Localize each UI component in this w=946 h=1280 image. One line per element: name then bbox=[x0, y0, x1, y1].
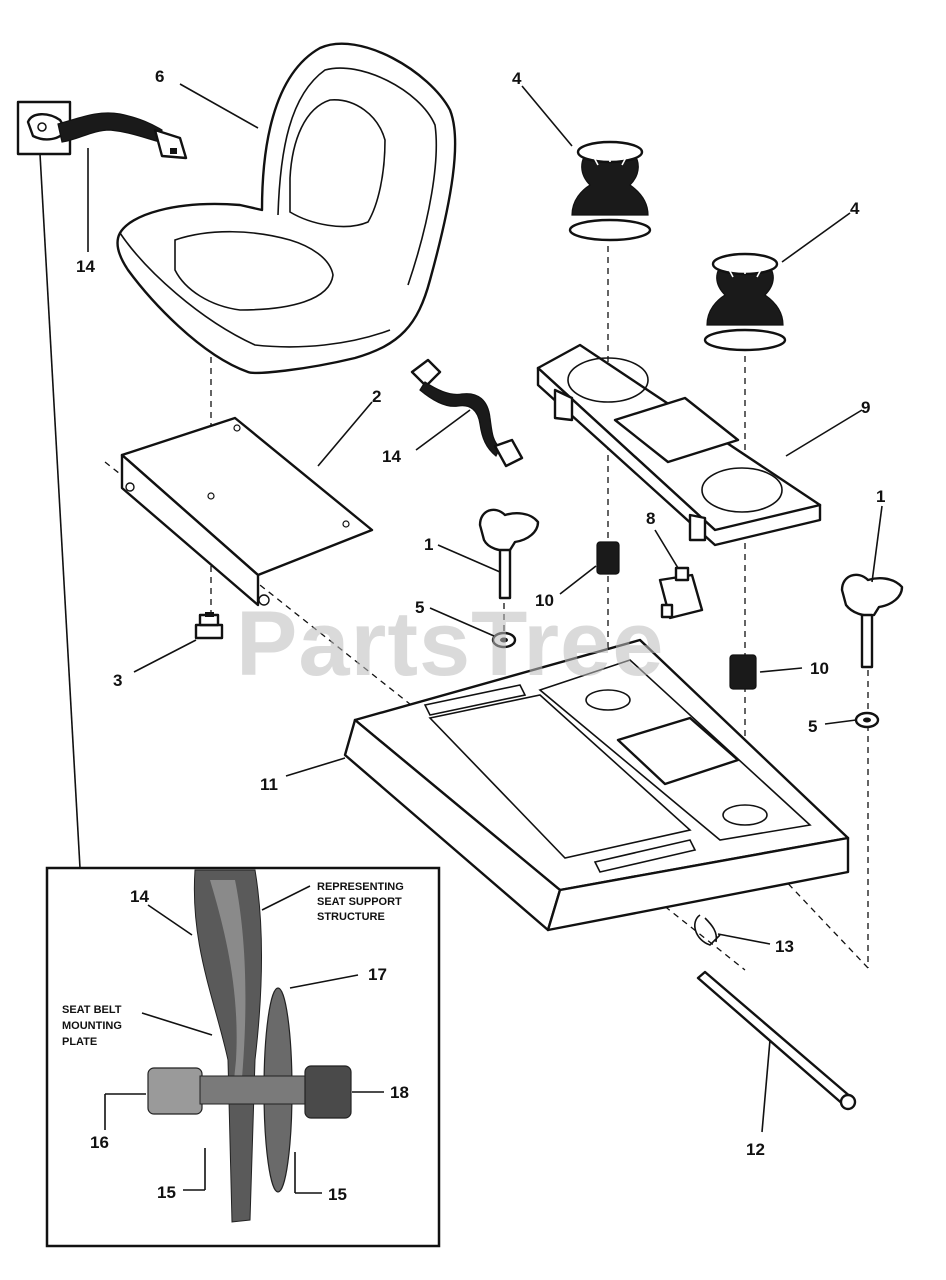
bumper-part-4-left[interactable] bbox=[568, 140, 652, 242]
note-structure-line-1: REPRESENTING bbox=[317, 881, 404, 893]
callout-14-inset[interactable]: 14 bbox=[130, 887, 149, 906]
spring-part-10-right[interactable] bbox=[729, 654, 757, 690]
callout-10-left[interactable]: 10 bbox=[535, 591, 554, 610]
callout-15-left[interactable]: 15 bbox=[157, 1183, 176, 1202]
note-plate-line-1: SEAT BELT bbox=[62, 1004, 122, 1016]
knob-part-1-left[interactable] bbox=[478, 508, 540, 600]
callout-6[interactable]: 6 bbox=[155, 67, 164, 86]
pin-part-12[interactable] bbox=[696, 970, 857, 1111]
cover-plate-part-9[interactable] bbox=[536, 343, 822, 547]
callout-18[interactable]: 18 bbox=[390, 1083, 409, 1102]
seat-belt-detail-inset bbox=[45, 866, 441, 1248]
callout-4-right[interactable]: 4 bbox=[850, 199, 860, 218]
callout-5-right[interactable]: 5 bbox=[808, 717, 817, 736]
clip-part-13[interactable] bbox=[694, 914, 721, 946]
washer-part-5-right[interactable] bbox=[854, 711, 880, 729]
switch-part-8[interactable] bbox=[658, 566, 704, 620]
callout-1-left[interactable]: 1 bbox=[424, 535, 433, 554]
knob-part-1-right[interactable] bbox=[840, 573, 904, 669]
callout-17[interactable]: 17 bbox=[368, 965, 387, 984]
callout-14-middle[interactable]: 14 bbox=[382, 447, 401, 466]
callout-1-right[interactable]: 1 bbox=[876, 487, 885, 506]
leader-lines bbox=[39, 83, 883, 1194]
seat-belt-part-14-top[interactable] bbox=[16, 100, 188, 160]
spring-part-10-left[interactable] bbox=[596, 541, 620, 575]
callout-5-left[interactable]: 5 bbox=[415, 598, 424, 617]
base-part-11[interactable] bbox=[343, 638, 850, 932]
bolt-part-3[interactable] bbox=[194, 612, 224, 640]
callout-9[interactable]: 9 bbox=[861, 398, 870, 417]
inset-notes: REPRESENTING SEAT SUPPORT STRUCTURE SEAT… bbox=[62, 881, 404, 1048]
callout-14-top[interactable]: 14 bbox=[76, 257, 95, 276]
callout-numbers: 6 14 2 3 4 4 14 9 1 1 5 5 10 10 8 11 13 … bbox=[76, 67, 885, 1204]
seat-plate-part-2[interactable] bbox=[120, 416, 374, 607]
callout-2[interactable]: 2 bbox=[372, 387, 381, 406]
note-structure-line-2: SEAT SUPPORT bbox=[317, 896, 402, 908]
callout-16[interactable]: 16 bbox=[90, 1133, 109, 1152]
callout-8[interactable]: 8 bbox=[646, 509, 655, 528]
note-structure-line-3: STRUCTURE bbox=[317, 911, 385, 923]
callout-4-left[interactable]: 4 bbox=[512, 69, 522, 88]
callout-12[interactable]: 12 bbox=[746, 1140, 765, 1159]
callout-13[interactable]: 13 bbox=[775, 937, 794, 956]
callout-3[interactable]: 3 bbox=[113, 671, 122, 690]
watermark: PartsTree bbox=[236, 593, 664, 695]
seat-belt-part-14-middle[interactable] bbox=[410, 358, 524, 468]
callout-10-right[interactable]: 10 bbox=[810, 659, 829, 678]
note-plate-line-2: MOUNTING bbox=[62, 1020, 122, 1032]
bumper-part-4-right[interactable] bbox=[703, 252, 787, 352]
note-plate-line-3: PLATE bbox=[62, 1036, 97, 1048]
callout-15-right[interactable]: 15 bbox=[328, 1185, 347, 1204]
washer-part-5-left[interactable] bbox=[491, 631, 517, 649]
seat-part-6[interactable] bbox=[116, 42, 457, 375]
callout-11[interactable]: 11 bbox=[260, 775, 278, 794]
